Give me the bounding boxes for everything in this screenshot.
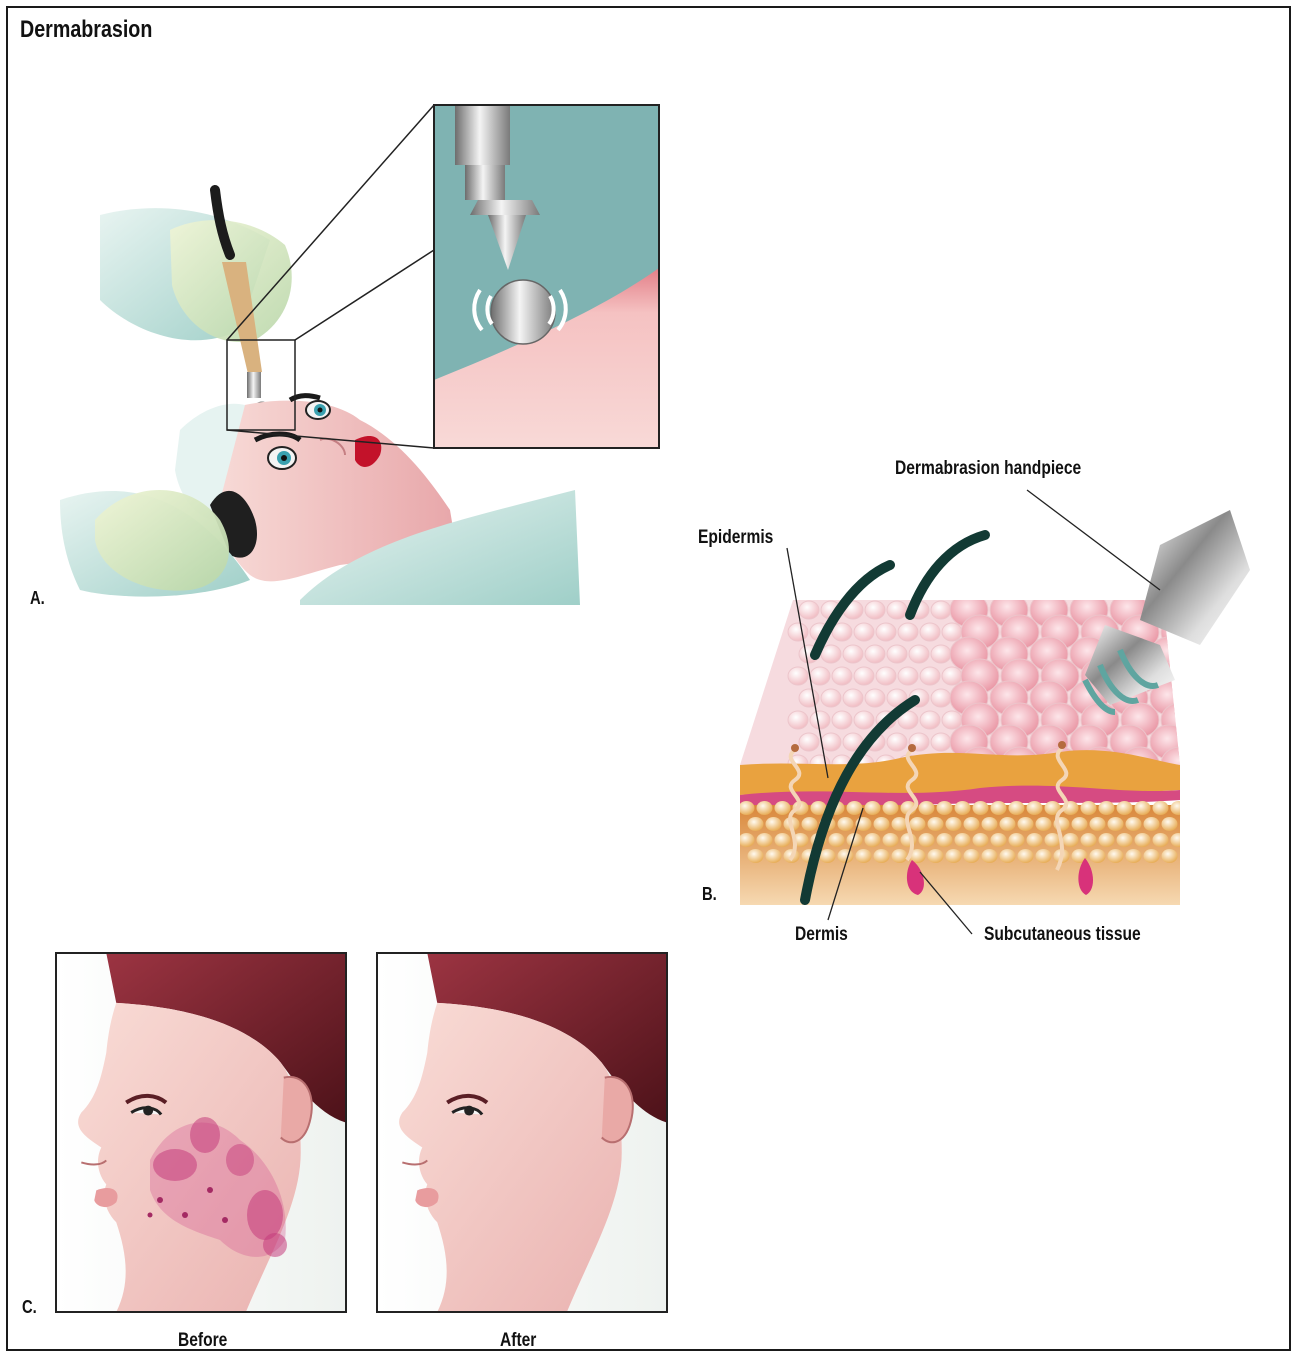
- label-before: Before: [178, 1330, 227, 1352]
- label-after: After: [500, 1330, 536, 1352]
- after-panel: [377, 953, 667, 1312]
- before-panel: [56, 953, 346, 1312]
- panel-c-letter: C.: [22, 1297, 37, 1318]
